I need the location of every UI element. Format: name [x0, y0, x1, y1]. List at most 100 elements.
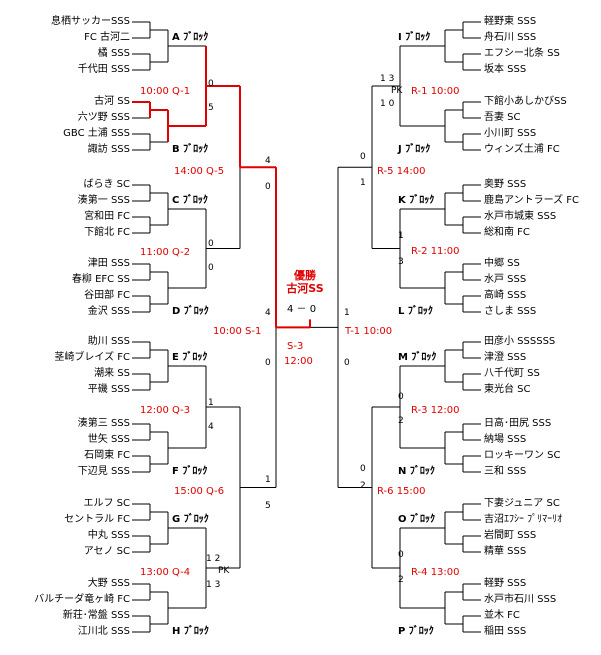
team-name: FC 古河二 [84, 32, 130, 43]
match-q1: 10:00 Q-1 [140, 86, 191, 97]
score: 0 [208, 79, 214, 89]
score: 4 [265, 308, 271, 318]
match-r3: R-3 12:00 [411, 405, 460, 416]
score: 4 [208, 422, 214, 432]
block-label: P ﾌﾞﾛｯｸ [398, 626, 434, 637]
team-name: 三和 SSS [484, 466, 527, 477]
team-name: 湊第三 SSS [77, 418, 130, 429]
team-name: 吾妻 SC [484, 112, 521, 123]
team-name: 舟石川 SSS [484, 32, 537, 43]
team-name: アセノ SC [83, 546, 130, 557]
score: 0 [344, 358, 350, 368]
score: 5 [208, 103, 214, 113]
block-label: F ﾌﾞﾛｯｸ [172, 466, 208, 477]
team-name: 下館小あしかびSS [484, 96, 567, 107]
score: 1 [208, 398, 214, 408]
score: 2 [360, 481, 366, 491]
team-name: 吉沼ｴﾌｼｰ ﾌﾟﾘﾏｰﾘｵ [484, 514, 563, 525]
score: 1 3 [206, 580, 221, 590]
team-name: ウィンズ土浦 FC [484, 144, 560, 155]
team-name: 石岡東 FC [84, 450, 130, 461]
pk-label: PK [391, 86, 403, 96]
team-name: 下辺見 SSS [77, 466, 130, 477]
team-name: 六ツ野 SSS [77, 112, 130, 123]
team-name: 中丸 SSS [87, 530, 130, 541]
pk-label: PK [218, 566, 230, 576]
score: 0 [360, 464, 366, 474]
block-label: J ﾌﾞﾛｯｸ [398, 144, 431, 155]
score: 2 [398, 416, 404, 426]
block-label: B ﾌﾞﾛｯｸ [172, 144, 209, 155]
score: 1 [265, 475, 271, 485]
team-name: 千代田 SSS [77, 64, 130, 75]
team-name: 新荘･常盤 SSS [62, 610, 130, 621]
team-name: 春柳 EFC SS [71, 274, 130, 285]
team-name: エフシー北条 SS [484, 48, 560, 59]
score: 0 [398, 550, 404, 560]
final-score: 4 － 0 [287, 304, 317, 315]
block-label: L ﾌﾞﾛｯｸ [398, 306, 433, 317]
score: 0 [360, 152, 366, 162]
match-q2: 11:00 Q-2 [140, 247, 191, 258]
team-name: 津澄 SSS [484, 352, 527, 363]
match-q5: 14:00 Q-5 [174, 166, 225, 177]
team-name: 奥野 SSS [484, 179, 527, 190]
team-name: 湊第一 SSS [77, 195, 130, 206]
block-label: D ﾌﾞﾛｯｸ [172, 306, 209, 317]
team-name: 江川北 SSS [77, 626, 130, 637]
team-name: 坂本 SSS [484, 64, 527, 75]
champion-team: 古河SS [286, 282, 324, 295]
team-name: 八千代町 SS [484, 368, 540, 379]
team-name: 田彦小 SSSSSS [484, 336, 556, 347]
score: 0 [398, 392, 404, 402]
block-label: K ﾌﾞﾛｯｸ [398, 195, 435, 206]
team-name: ロッキーワン SC [484, 450, 561, 461]
team-name: バルチーダ竜ヶ崎 FC [34, 594, 130, 605]
team-name: 総和南 FC [484, 227, 530, 238]
match-q3: 12:00 Q-3 [140, 405, 191, 416]
score: 0 [208, 239, 214, 249]
block-label: O ﾌﾞﾛｯｸ [398, 514, 435, 525]
match-r2: R-2 11:00 [411, 246, 460, 257]
score: 1 [344, 308, 350, 318]
match-t1: T-1 10:00 [345, 326, 393, 337]
score: 1 3 [380, 74, 395, 84]
team-name: 下妻ジュニア SC [484, 498, 560, 509]
score: 0 [208, 263, 214, 273]
team-name: 下館北 FC [84, 227, 130, 238]
match-r4: R-4 13:00 [411, 567, 460, 578]
match-q6: 15:00 Q-6 [174, 486, 225, 497]
team-name: 息栖サッカーSSS [50, 16, 130, 27]
team-name: 助川 SSS [87, 336, 130, 347]
block-label: I ﾌﾞﾛｯｸ [398, 32, 431, 43]
team-name: 高崎 SSS [484, 290, 527, 301]
block-label: C ﾌﾞﾛｯｸ [172, 195, 208, 206]
team-name: 精華 SSS [484, 546, 527, 557]
team-name: 平磯 SSS [87, 384, 130, 395]
score: 1 [398, 231, 404, 241]
team-name: 橘 SSS [97, 48, 130, 59]
team-name: 水戸市石川 SSS [484, 594, 557, 605]
score: 1 0 [380, 99, 395, 109]
team-name: 日高･田尻 SSS [484, 418, 552, 429]
team-name: 岩間町 SSS [484, 530, 537, 541]
match-s1: 10:00 S-1 [213, 326, 262, 337]
match-s3-time: 12:00 [284, 356, 313, 367]
team-name: 小川町 SSS [484, 128, 537, 139]
block-label: A ﾌﾞﾛｯｸ [172, 32, 209, 43]
match-r6: R-6 15:00 [377, 486, 426, 497]
score: 4 [265, 156, 271, 166]
block-label: G ﾌﾞﾛｯｸ [172, 514, 209, 525]
team-name: 中郷 SS [484, 258, 520, 269]
team-name: 世矢 SSS [87, 434, 130, 445]
match-s3: S-3 [287, 341, 304, 352]
team-name: さしま SSS [484, 306, 537, 317]
team-name: セントラル FC [64, 514, 130, 525]
match-q4: 13:00 Q-4 [140, 567, 191, 578]
score: 1 2 [206, 554, 221, 564]
team-name: ばらき SC [83, 179, 130, 190]
match-r1: R-1 10:00 [411, 86, 460, 97]
score: 3 [398, 257, 404, 267]
block-label: N ﾌﾞﾛｯｸ [398, 466, 435, 477]
